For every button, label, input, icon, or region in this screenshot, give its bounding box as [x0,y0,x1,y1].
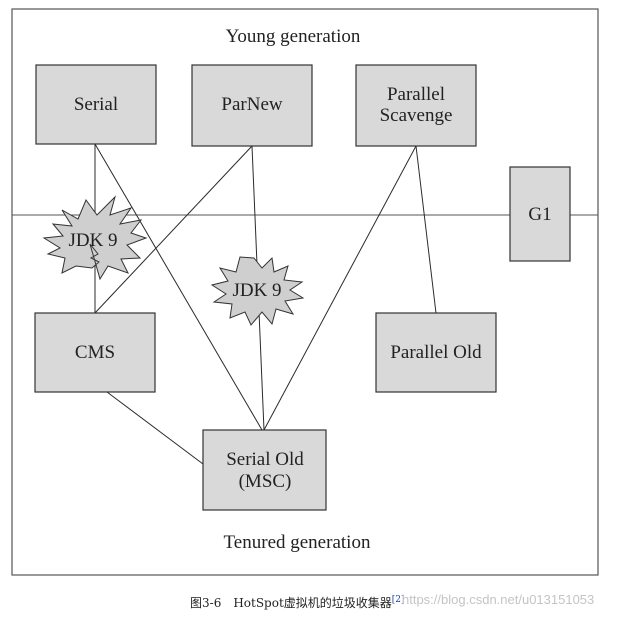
edge-parnew-cms [94,145,253,314]
serial-box [35,64,157,145]
figure-reference: [2] [391,595,405,605]
watermark-url: https://blog.csdn.net/u013151053 [402,592,595,607]
serial-label: Serial [74,94,118,115]
serial-old-label-line1: Serial Old [226,449,304,470]
edge-scavenge-parallelold [415,145,437,314]
g1-box [509,166,571,262]
serial-old-label-line2: (MSC) [239,471,292,492]
parallel-scavenge-label-line2: Scavenge [380,105,453,126]
tenured-generation-label: Tenured generation [224,532,371,553]
figure-caption: 图3-6 HotSpot虚拟机的垃圾收集器[2] [190,594,405,611]
cms-box [34,312,156,393]
edge-scavenge-serialold [263,145,417,431]
figure-title: HotSpot虚拟机的垃圾收集器 [233,596,392,610]
jdk9-left-label: JDK 9 [68,230,117,251]
parnew-box [191,64,313,147]
diagram-frame [11,8,599,576]
jdk9-center-starburst [210,256,305,326]
young-generation-label: Young generation [226,26,361,47]
parallel-scavenge-box [355,64,477,147]
parnew-label: ParNew [221,94,282,115]
collector-boxes [34,64,571,511]
g1-label: G1 [528,204,551,225]
connection-lines [94,143,437,465]
jdk9-center-label: JDK 9 [232,280,281,301]
edge-serial-serialold [94,143,263,431]
parallel-old-label: Parallel Old [390,342,482,363]
cms-label: CMS [75,342,115,363]
parallel-old-box [375,312,497,393]
parallel-scavenge-label-line1: Parallel [387,84,445,105]
serial-old-box [202,429,327,511]
edge-cms-serialold [106,391,204,465]
jdk9-left-starburst [42,195,148,281]
figure-number: 图3-6 [190,596,222,610]
